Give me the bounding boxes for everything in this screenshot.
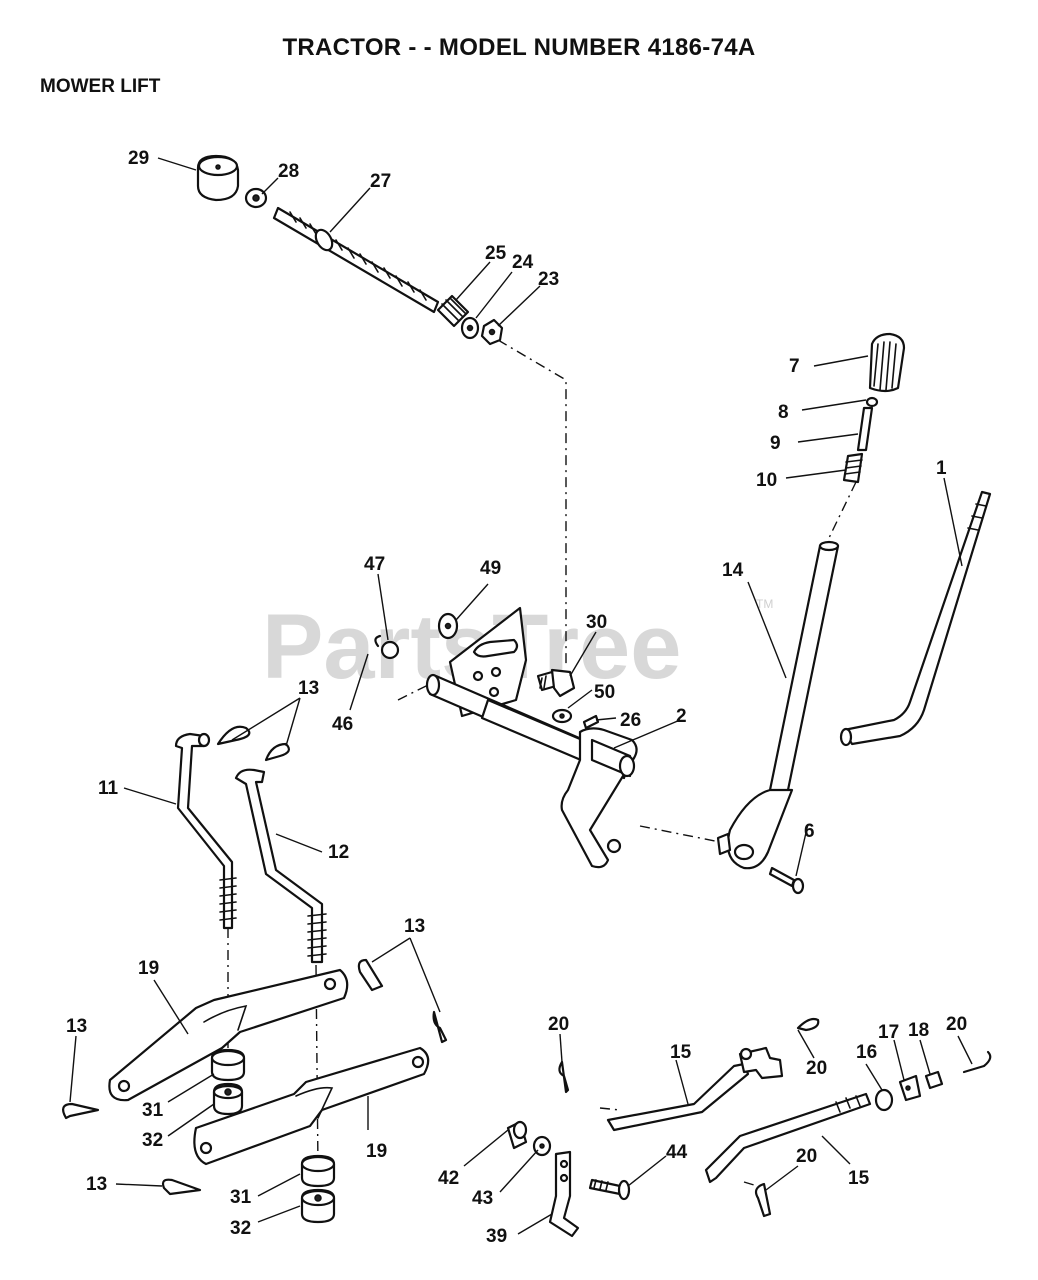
callout-15-upper: 15 xyxy=(670,1042,692,1063)
callout-46: 46 xyxy=(332,714,353,735)
part-6-bolt xyxy=(768,866,805,895)
part-19-lift-arm-lower xyxy=(193,1046,430,1166)
callout-12: 12 xyxy=(328,842,349,863)
part-32-nut xyxy=(212,1082,336,1224)
part-15-rod-lower xyxy=(704,1092,872,1184)
part-31-bushing xyxy=(210,1048,336,1188)
callout-8: 8 xyxy=(778,402,789,423)
callout-20-mid: 20 xyxy=(806,1058,827,1079)
part-50-nut xyxy=(551,708,573,724)
callout-2: 2 xyxy=(676,706,687,727)
callout-39: 39 xyxy=(486,1226,507,1247)
callout-25: 25 xyxy=(485,243,507,264)
part-30-stud xyxy=(536,668,576,698)
part-14-lift-handle xyxy=(716,540,840,870)
callout-44: 44 xyxy=(666,1142,688,1163)
part-2-lift-shaft xyxy=(425,673,638,869)
part-1-lift-rod xyxy=(839,490,992,747)
part-9-plunger-rod xyxy=(856,406,874,452)
callout-47: 47 xyxy=(364,554,385,575)
callout-15-lower: 15 xyxy=(848,1168,870,1189)
part-44-bolt xyxy=(588,1178,631,1201)
part-19-lift-arm-upper xyxy=(108,968,349,1102)
part-49-shaft-plate xyxy=(437,606,528,718)
leader-lines xyxy=(69,157,973,1235)
callout-32-upper: 32 xyxy=(142,1130,163,1151)
part-18-nut xyxy=(924,1070,944,1090)
callout-24: 24 xyxy=(512,252,534,273)
part-8-button xyxy=(865,396,879,408)
callout-10: 10 xyxy=(756,470,777,491)
callout-7: 7 xyxy=(789,356,800,377)
callout-13-top: 13 xyxy=(298,678,319,699)
page-title: TRACTOR - - MODEL NUMBER 4186-74A xyxy=(282,34,756,61)
callout-42: 42 xyxy=(438,1168,459,1189)
part-17-block xyxy=(898,1074,922,1102)
part-13-hairpin-clip xyxy=(62,725,448,1196)
callout-1: 1 xyxy=(936,458,947,479)
callout-28: 28 xyxy=(278,161,299,182)
callout-32-lower: 32 xyxy=(230,1218,251,1239)
callout-11: 11 xyxy=(98,778,119,799)
callout-49: 49 xyxy=(480,558,501,579)
part-11-link-rod xyxy=(174,732,237,930)
part-42-bushing xyxy=(506,1120,528,1150)
part-47-retaining-ring xyxy=(374,634,400,660)
callout-13-right: 13 xyxy=(404,916,425,937)
part-39-bracket xyxy=(548,1150,580,1238)
callout-43: 43 xyxy=(472,1188,493,1209)
callout-20-right: 20 xyxy=(946,1014,967,1035)
part-15-rod-upper xyxy=(606,1046,784,1132)
section-title: MOWER LIFT xyxy=(40,76,161,97)
callout-50: 50 xyxy=(594,682,615,703)
part-7-handle-grip xyxy=(868,332,906,393)
callout-16: 16 xyxy=(856,1042,877,1063)
callout-18: 18 xyxy=(908,1020,929,1041)
callout-19-lower: 19 xyxy=(366,1141,387,1162)
callouts: 29 28 27 25 24 23 7 8 9 10 1 14 47 49 30… xyxy=(66,148,967,1247)
part-25-spring xyxy=(436,294,470,328)
watermark-tm: TM xyxy=(756,597,773,611)
callout-31-upper: 31 xyxy=(142,1100,164,1121)
part-29-knob xyxy=(196,154,240,202)
part-12-link-rod xyxy=(234,768,327,964)
callout-27: 27 xyxy=(370,171,391,192)
callout-14: 14 xyxy=(722,560,744,581)
part-16-washer xyxy=(874,1088,894,1112)
callout-13-bottom: 13 xyxy=(86,1174,107,1195)
callout-26: 26 xyxy=(620,710,641,731)
callout-29: 29 xyxy=(128,148,149,169)
callout-30: 30 xyxy=(586,612,607,633)
callout-20-left: 20 xyxy=(548,1014,569,1035)
part-26-screw xyxy=(582,714,600,730)
callout-20-bottom: 20 xyxy=(796,1146,817,1167)
part-10-spring xyxy=(842,452,864,484)
part-20-clips xyxy=(558,1017,992,1218)
callout-19-upper: 19 xyxy=(138,958,159,979)
callout-9: 9 xyxy=(770,433,781,454)
callout-23: 23 xyxy=(538,269,559,290)
part-24-washer xyxy=(460,316,480,340)
callout-17: 17 xyxy=(878,1022,899,1043)
part-23-nut xyxy=(480,318,504,346)
callout-13-left: 13 xyxy=(66,1016,87,1037)
callout-6: 6 xyxy=(804,821,815,842)
callout-31-lower: 31 xyxy=(230,1187,252,1208)
part-27-threaded-rod xyxy=(272,206,440,314)
part-28-washer xyxy=(244,187,268,209)
